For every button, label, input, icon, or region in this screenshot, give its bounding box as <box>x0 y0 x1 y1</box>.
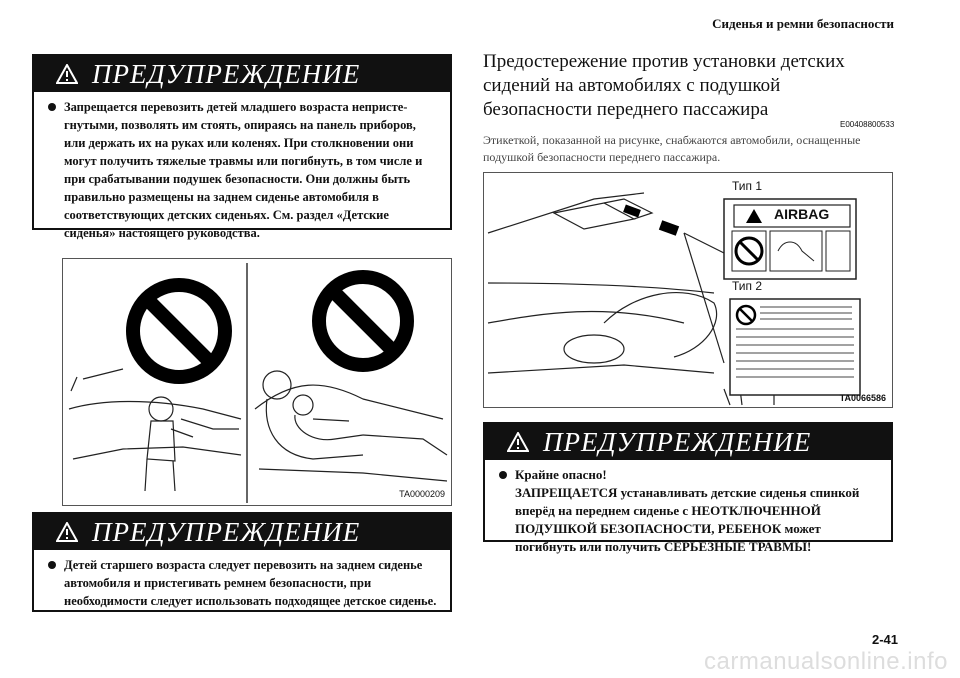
page-number: 2-41 <box>871 632 898 647</box>
dashboard-illustration <box>487 192 861 406</box>
bullet-icon <box>499 471 507 479</box>
airbag-label: AIRBAG <box>774 206 830 222</box>
prohibition-illustration <box>68 263 448 503</box>
prohibition-sign-icon <box>734 236 764 266</box>
prohibition-sign-icon <box>312 270 414 372</box>
section-code: E00408800533 <box>840 120 895 129</box>
section-title: Предостережение против установки детских… <box>483 51 845 120</box>
warning-box-bottom: ПРЕДУПРЕЖДЕНИЕ Детей старшего возраста с… <box>32 512 452 612</box>
warning-body: Крайне опасно! ЗАПРЕЩАЕТСЯ устанавливать… <box>485 460 891 564</box>
figure-code: TA0000209 <box>399 489 445 499</box>
prohibition-sign-icon <box>126 278 232 384</box>
prohibition-sign-icon <box>735 304 757 326</box>
warning-header: ПРЕДУПРЕЖДЕНИЕ <box>34 56 450 92</box>
warning-text: Детей старшего возраста следует перевози… <box>64 558 437 608</box>
warning-box-top: ПРЕДУПРЕЖДЕНИЕ Запрещается перевозить де… <box>32 54 452 240</box>
warning-triangle-icon <box>56 522 78 542</box>
warning-header: ПРЕДУПРЕЖДЕНИЕ <box>34 514 450 550</box>
warning-title: ПРЕДУПРЕЖДЕНИЕ <box>92 516 361 547</box>
figure-airbag-labels: Тип 1 AIRBAG Тип 2 TA0066586 <box>483 172 893 408</box>
warning-triangle-icon <box>56 64 78 84</box>
warning-triangle-icon <box>507 432 529 452</box>
warning-body: Запрещается перевозить детей младшего во… <box>34 92 450 250</box>
warning-triangle-icon <box>746 209 762 223</box>
watermark: carmanualsonline.info <box>704 648 948 675</box>
warning-title: ПРЕДУПРЕЖДЕНИЕ <box>543 426 812 457</box>
type2-label: Тип 2 <box>732 279 763 293</box>
section-header: Сиденья и ремни безопасности <box>712 16 894 31</box>
warning-body: Детей старшего возраста следует перевози… <box>34 550 450 618</box>
figure-code: TA0066586 <box>839 393 886 403</box>
type1-label: Тип 1 <box>732 179 763 193</box>
warning-box-right: ПРЕДУПРЕЖДЕНИЕ Крайне опасно! ЗАПРЕЩАЕТС… <box>483 422 893 554</box>
figure-child-front-seat: TA0000209 <box>62 258 452 506</box>
section-text: Этикеткой, показанной на рисунке, снабжа… <box>483 133 861 164</box>
warning-text: Запрещается перевозить детей младшего во… <box>64 100 423 240</box>
warning-title: ПРЕДУПРЕЖДЕНИЕ <box>92 58 361 89</box>
warning-header: ПРЕДУПРЕЖДЕНИЕ <box>485 424 891 460</box>
warning-line-2: ЗАПРЕЩАЕТСЯ устанавливать детские сидень… <box>515 485 860 554</box>
bullet-icon <box>48 103 56 111</box>
bullet-icon <box>48 561 56 569</box>
warning-line-1: Крайне опасно! <box>515 467 607 482</box>
